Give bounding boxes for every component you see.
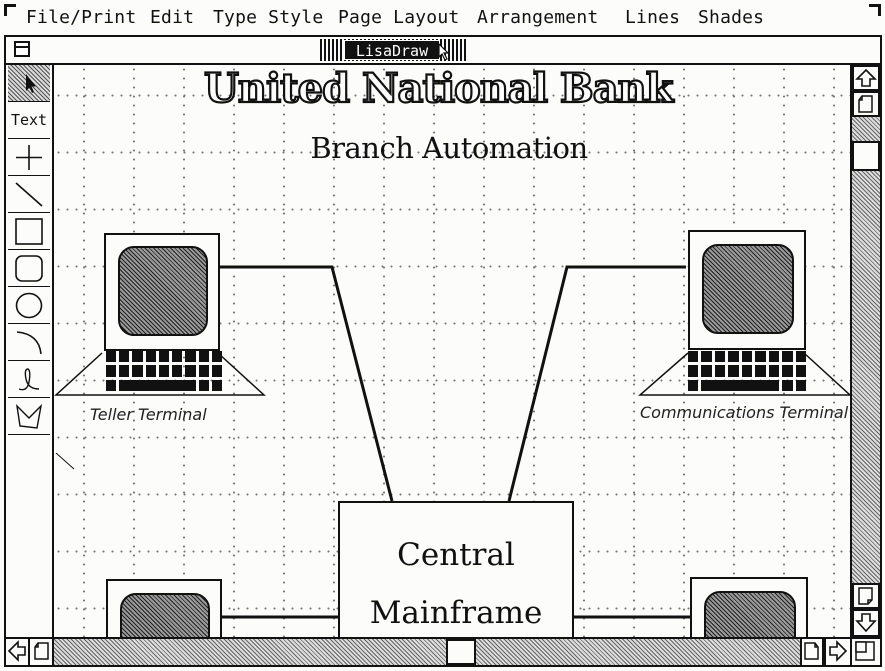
tool-palette: Text [6,65,54,637]
communications-terminal-monitor [688,230,806,350]
horizontal-scrollbar[interactable] [54,637,850,665]
diagonal-line-icon [15,182,43,207]
menu-shades[interactable]: Shades [698,7,765,28]
page-up-icon[interactable] [852,91,880,117]
size-box-icon[interactable] [850,637,880,665]
mainframe-label-line1: Central [397,537,515,573]
drawing-subtitle: Branch Automation [310,131,588,165]
menu-page-layout[interactable]: Page Layout [338,7,460,28]
freehand-icon [18,368,40,391]
arc-tool[interactable] [8,324,50,361]
right-arrow-icon[interactable] [824,639,850,665]
lower-left-terminal-monitor [106,579,222,637]
page-down-icon[interactable] [852,583,880,609]
diagonal-line-tool[interactable] [8,176,50,213]
menu-lines[interactable]: Lines [625,7,681,28]
menu-arrangement[interactable]: Arrangement [477,7,599,28]
text-tool[interactable]: Text [8,102,50,139]
oval-icon [15,292,43,319]
bank-title: United National Bank [203,65,675,113]
text-tool-label: Text [10,111,48,129]
monitor-screen [118,246,208,336]
rounded-rectangle-tool[interactable] [8,250,50,287]
monitor-screen [704,591,796,637]
rectangle-icon [15,218,43,245]
orthogonal-line-tool[interactable] [8,139,50,176]
arrow-icon [26,74,36,93]
lower-right-terminal-monitor [690,577,808,637]
rounded-rectangle-icon [15,255,43,282]
communications-terminal-keyboard [688,351,806,391]
menu-edit[interactable]: Edit [150,7,195,28]
arrow-tool[interactable] [8,65,50,102]
up-arrow-icon[interactable] [852,65,880,91]
polygon-tool[interactable] [8,398,50,435]
communications-terminal-label: Communications Terminal [640,403,849,422]
rectangle-tool[interactable] [8,213,50,250]
connection-lines [54,265,850,619]
page-right-icon[interactable] [800,639,824,665]
title-bar[interactable]: LisaDraw [6,37,880,65]
screen-corner-left [4,4,16,16]
mainframe-label-line2: Mainframe [369,595,543,631]
teller-terminal-monitor [104,233,220,351]
central-mainframe-box: Central Mainframe [338,501,574,637]
teller-terminal-label: Teller Terminal [90,405,207,424]
menu-bar: File/Print Edit Type Style Page Layout A… [0,0,885,34]
left-arrow-icon[interactable] [6,639,30,665]
page-left-icon[interactable] [30,639,52,665]
polygon-icon [15,403,43,429]
teller-terminal-keyboard [106,351,222,391]
mouse-pointer-icon [438,42,450,65]
freehand-tool[interactable] [8,361,50,398]
close-box-icon[interactable] [14,41,30,57]
monitor-screen [120,593,210,637]
drawing-canvas[interactable]: United National Bank Branch Automation T… [54,65,850,637]
monitor-screen [702,244,794,334]
lisadraw-window: LisaDraw Text [4,35,882,667]
menu-file-print[interactable]: File/Print [26,7,137,28]
oval-tool[interactable] [8,287,50,324]
down-arrow-icon[interactable] [852,609,880,637]
horizontal-scroll-left-buttons [6,637,54,665]
menu-type-style[interactable]: Type Style [213,7,324,28]
screen-corner-right [869,4,881,16]
vertical-scroll-thumb[interactable] [852,141,880,171]
horizontal-scroll-thumb[interactable] [446,639,476,665]
window-title: LisaDraw [344,40,440,60]
cross-line-icon [16,145,42,170]
vertical-scrollbar[interactable] [850,65,880,637]
arc-icon [16,331,42,355]
